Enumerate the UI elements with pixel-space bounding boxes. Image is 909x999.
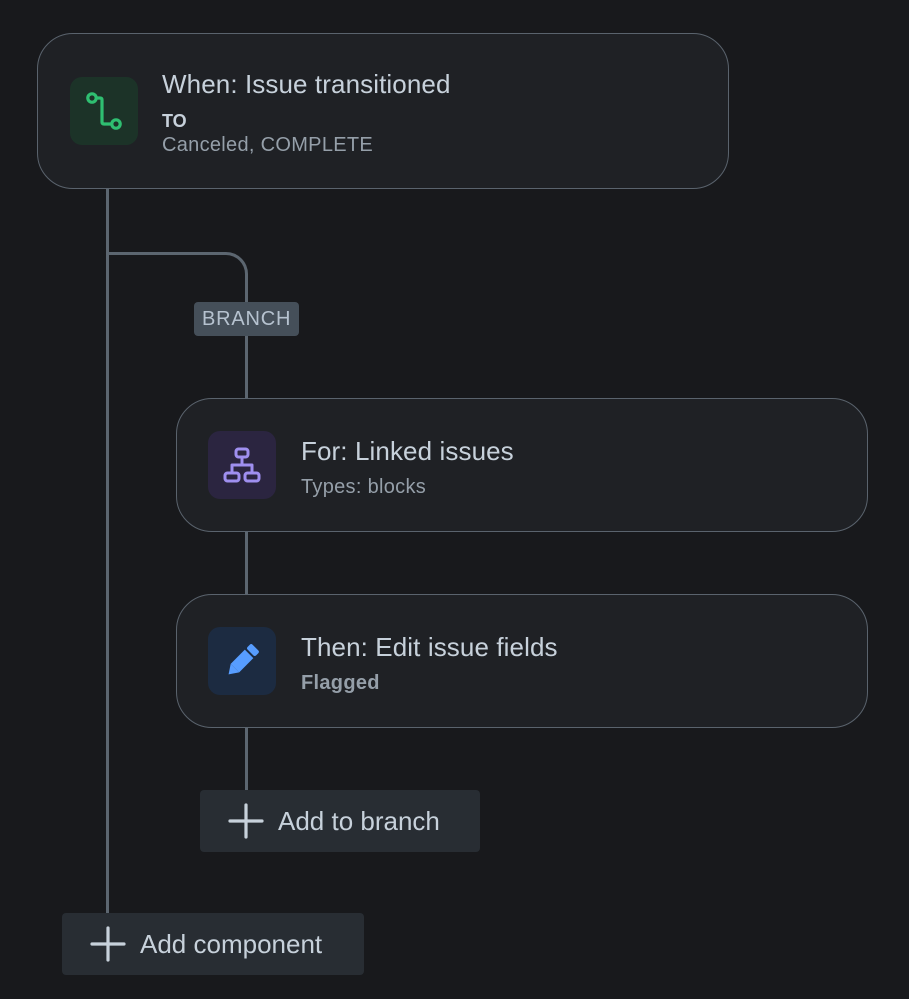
then-title: Then: Edit issue fields — [301, 632, 558, 662]
branch-connector-for-to-then — [245, 530, 248, 596]
for-icon-tile — [208, 431, 276, 499]
branch-then-card[interactable]: Then: Edit issue fields Flagged — [176, 594, 868, 728]
add-component-button[interactable]: Add component — [62, 913, 364, 975]
plus-icon — [228, 803, 264, 839]
for-title: For: Linked issues — [301, 436, 514, 466]
branch-connector-to-for — [245, 334, 248, 400]
add-to-branch-button[interactable]: Add to branch — [200, 790, 480, 852]
branch-for-card[interactable]: For: Linked issues Types: blocks — [176, 398, 868, 532]
then-icon-tile — [208, 627, 276, 695]
then-detail: Flagged — [301, 672, 380, 694]
add-to-branch-label: Add to branch — [278, 805, 440, 836]
branch-connector-curve — [200, 252, 248, 302]
trigger-card[interactable]: When: Issue transitioned TO Canceled, CO… — [37, 33, 729, 189]
for-detail: Types: blocks — [301, 476, 427, 498]
branch-badge: BRANCH — [194, 302, 300, 336]
branch-connector-horizontal — [106, 252, 226, 255]
main-connector-line — [106, 188, 109, 916]
trigger-statuses: Canceled, COMPLETE — [162, 134, 374, 156]
pencil-icon — [228, 644, 259, 675]
add-component-label: Add component — [140, 928, 323, 959]
transition-icon — [86, 92, 122, 130]
plus-icon — [90, 926, 126, 962]
branch-connector-then-to-add — [245, 726, 248, 792]
trigger-title: When: Issue transitioned — [162, 69, 451, 99]
trigger-to-label: TO — [162, 111, 187, 131]
hierarchy-icon — [223, 447, 261, 483]
trigger-icon-tile — [70, 77, 138, 145]
